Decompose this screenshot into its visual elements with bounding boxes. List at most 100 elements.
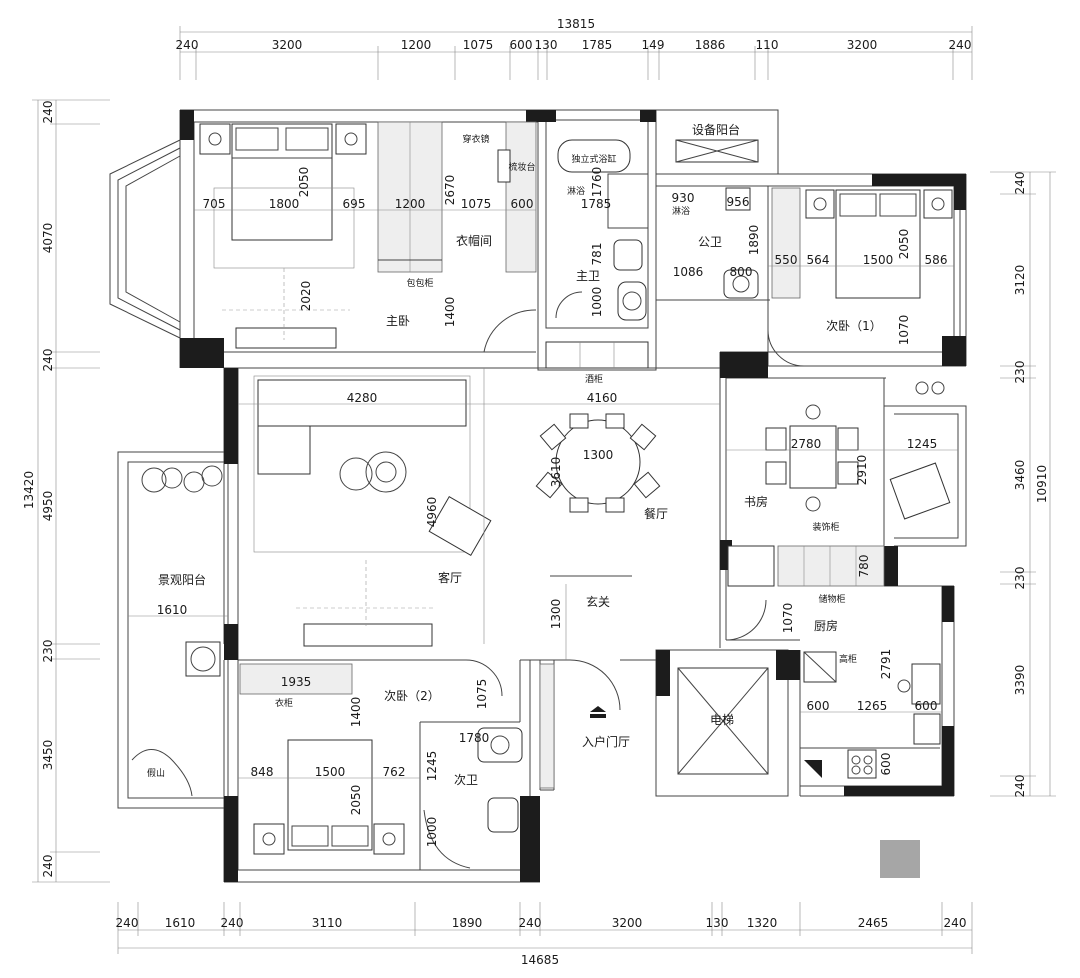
dim-800: 800 bbox=[730, 265, 753, 279]
dim-848: 848 bbox=[251, 765, 274, 779]
left-dim-4: 4950 bbox=[41, 491, 55, 522]
right-dim-4: 3460 bbox=[1013, 460, 1027, 491]
top-dim-7: 1785 bbox=[582, 38, 613, 52]
dim-695: 695 bbox=[343, 197, 366, 211]
living-room-label: 客厅 bbox=[438, 570, 462, 585]
dim-1890: 1890 bbox=[747, 225, 761, 256]
left-dim-3: 240 bbox=[41, 349, 55, 372]
tall-cabinet-label: 高柜 bbox=[839, 653, 857, 665]
landscape-balcony-label: 景观阳台 bbox=[158, 572, 206, 587]
bottom-dim-9: 1320 bbox=[747, 916, 778, 930]
dim-1245-sb: 1245 bbox=[425, 751, 439, 782]
dim-1760: 1760 bbox=[590, 167, 604, 198]
right-dimensions: 240 3120 230 3460 230 3390 240 10910 bbox=[990, 172, 1056, 798]
second-bedroom-1-label: 次卧（1） bbox=[826, 319, 882, 333]
right-dim-3: 230 bbox=[1013, 361, 1027, 384]
dim-586: 586 bbox=[925, 253, 948, 267]
right-dim-5: 230 bbox=[1013, 567, 1027, 590]
dim-1086: 1086 bbox=[673, 265, 704, 279]
rockery-label: 假山 bbox=[147, 768, 165, 779]
bottom-dim-5: 1890 bbox=[452, 916, 483, 930]
right-dim-2: 3120 bbox=[1013, 265, 1027, 296]
dim-2050: 2050 bbox=[297, 167, 311, 198]
dining-table bbox=[535, 413, 661, 577]
top-dim-9: 1886 bbox=[695, 38, 726, 52]
dim-1070-b1: 1070 bbox=[897, 315, 911, 346]
bottom-dim-11: 240 bbox=[944, 916, 967, 930]
inner-dimensions: 705 1800 695 1200 1075 600 2050 2020 267… bbox=[128, 167, 958, 848]
second-bath-label: 次卫 bbox=[454, 773, 478, 787]
landscape-balcony-plants bbox=[131, 465, 223, 797]
public-shower-label: 淋浴 bbox=[672, 205, 690, 217]
study-label: 书房 bbox=[744, 494, 768, 509]
dim-4280: 4280 bbox=[347, 391, 378, 405]
dim-2050-b2: 2050 bbox=[349, 785, 363, 816]
dim-2670: 2670 bbox=[443, 175, 457, 206]
dim-4960: 4960 bbox=[425, 497, 439, 528]
dim-780: 780 bbox=[857, 555, 871, 578]
equipment-balcony-unit bbox=[675, 139, 759, 163]
dim-1000-sb: 1000 bbox=[425, 817, 439, 848]
top-dim-3: 1200 bbox=[401, 38, 432, 52]
dim-1780: 1780 bbox=[459, 731, 490, 745]
bottom-dim-1: 240 bbox=[116, 916, 139, 930]
top-dim-2: 3200 bbox=[272, 38, 303, 52]
bottom-total-dim: 14685 bbox=[521, 953, 559, 967]
left-dim-5: 230 bbox=[41, 640, 55, 663]
left-total-dim: 13420 bbox=[22, 471, 36, 509]
public-bath-fixtures bbox=[723, 187, 759, 299]
wardrobe-label: 衣柜 bbox=[275, 697, 293, 709]
dressing-mirror-label: 穿衣镜 bbox=[462, 133, 489, 145]
cloakroom-cabinets bbox=[377, 121, 537, 273]
dim-2780: 2780 bbox=[791, 437, 822, 451]
bottom-dim-6: 240 bbox=[519, 916, 542, 930]
elevator-shaft bbox=[677, 667, 769, 775]
dim-600-k3: 600 bbox=[879, 753, 893, 776]
top-dim-12: 240 bbox=[949, 38, 972, 52]
dim-1245-study: 1245 bbox=[907, 437, 938, 451]
right-dim-6: 3390 bbox=[1013, 665, 1027, 696]
equipment-balcony-label: 设备阳台 bbox=[692, 122, 740, 137]
dim-2791: 2791 bbox=[879, 649, 893, 680]
dim-1400: 1400 bbox=[443, 297, 457, 328]
top-dimensions: 13815 240 3200 1200 1075 600 130 1785 14… bbox=[176, 17, 973, 80]
bag-cabinet-label: 包包柜 bbox=[406, 277, 433, 289]
public-bath-label: 公卫 bbox=[698, 235, 722, 249]
entrance-fixtures bbox=[539, 659, 621, 789]
dim-1075: 1075 bbox=[461, 197, 492, 211]
room-labels: 主卧 衣帽间 穿衣镜 梳妆台 包包柜 独立式浴缸 淋浴 主卫 酒柜 设备阳台 淋… bbox=[147, 122, 882, 787]
dim-956: 956 bbox=[727, 195, 750, 209]
bedroom-1-furniture bbox=[771, 187, 953, 299]
dim-1400-b2: 1400 bbox=[349, 697, 363, 728]
left-dimensions: 240 4070 240 4950 230 3450 240 13420 bbox=[22, 99, 110, 883]
foyer-label: 玄关 bbox=[586, 594, 610, 609]
kitchen-fixtures bbox=[800, 651, 941, 779]
second-bath-fixtures bbox=[423, 727, 523, 869]
vanity-label: 梳妆台 bbox=[508, 161, 535, 173]
top-dim-8: 149 bbox=[642, 38, 665, 52]
dim-1935: 1935 bbox=[281, 675, 312, 689]
right-dim-7: 240 bbox=[1013, 775, 1027, 798]
dim-1610: 1610 bbox=[157, 603, 188, 617]
second-bedroom-2-label: 次卧（2） bbox=[384, 689, 440, 703]
gray-watermark-square bbox=[880, 840, 920, 878]
dim-600-k2: 600 bbox=[915, 699, 938, 713]
top-dim-6: 130 bbox=[535, 38, 558, 52]
dim-3610: 3610 bbox=[549, 457, 563, 488]
bottom-dimensions: 240 1610 240 3110 1890 240 3200 130 1320… bbox=[116, 902, 973, 967]
dining-room-label: 餐厅 bbox=[644, 506, 668, 521]
bottom-dim-8: 130 bbox=[706, 916, 729, 930]
left-dim-1: 240 bbox=[41, 101, 55, 124]
right-total-dim: 10910 bbox=[1035, 465, 1049, 503]
master-bath-fixtures bbox=[545, 139, 649, 369]
decor-cabinet-label: 装饰柜 bbox=[812, 521, 839, 533]
dim-1000: 1000 bbox=[590, 287, 604, 318]
bottom-dim-4: 3110 bbox=[312, 916, 343, 930]
left-dim-7: 240 bbox=[41, 855, 55, 878]
door-swings bbox=[465, 291, 805, 697]
dim-600-k1: 600 bbox=[807, 699, 830, 713]
top-dim-11: 3200 bbox=[847, 38, 878, 52]
top-dim-1: 240 bbox=[176, 38, 199, 52]
dim-600: 600 bbox=[511, 197, 534, 211]
